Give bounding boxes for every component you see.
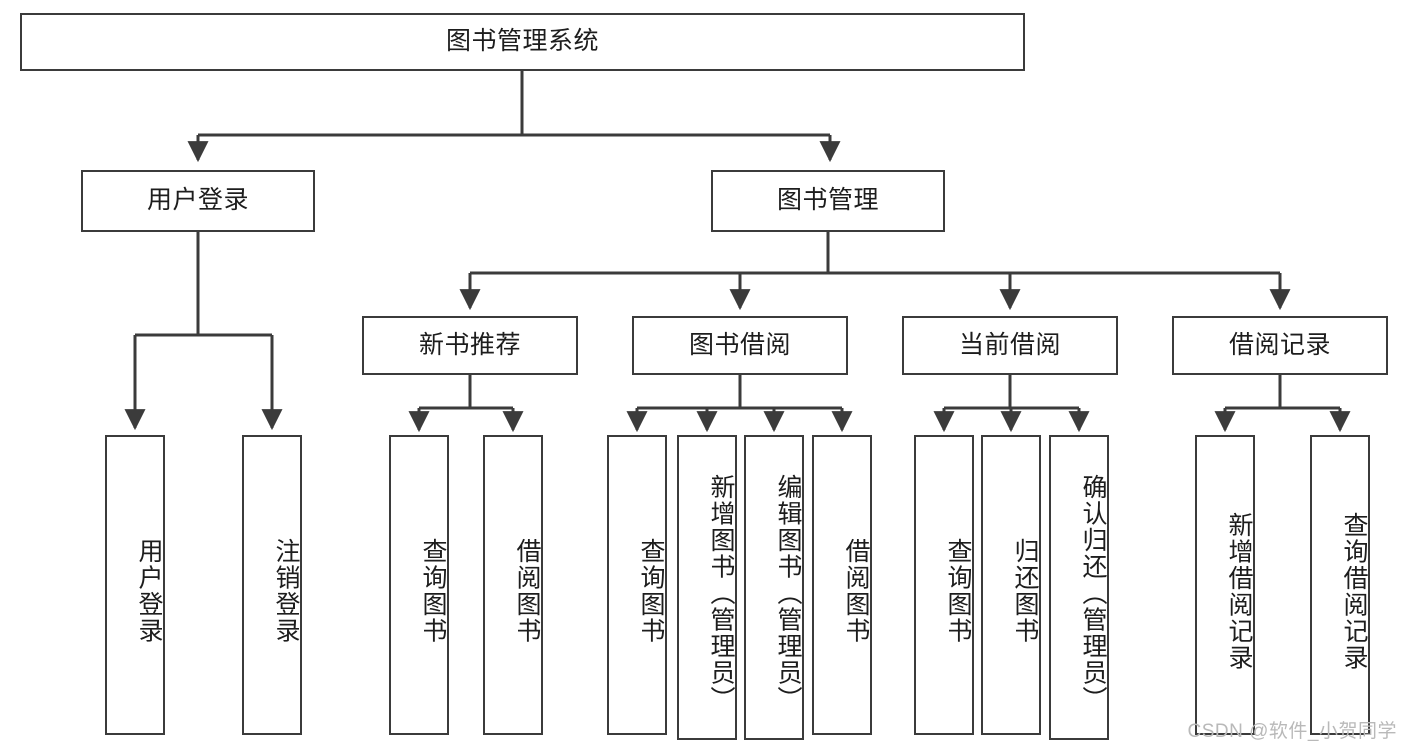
leaf-borrow-borrow-book[interactable]: 借阅图书	[812, 435, 872, 735]
node-root-label: 图书管理系统	[445, 27, 599, 56]
node-book-borrow-label: 图书借阅	[688, 330, 791, 359]
leaf-label: 新增借阅记录	[1225, 511, 1253, 671]
leaf-record-query-record[interactable]: 查询借阅记录	[1310, 435, 1370, 735]
leaf-label: 查询借阅记录	[1340, 511, 1368, 671]
leaf-label: 借阅图书	[842, 538, 870, 644]
node-new-book-recommend-label: 新书推荐	[418, 330, 521, 359]
leaf-user-login-signout[interactable]: 注销登录	[242, 435, 302, 735]
leaf-current-query-book[interactable]: 查询图书	[914, 435, 974, 735]
leaf-label: 借阅图书	[513, 538, 541, 644]
leaf-current-return-book[interactable]: 归还图书	[981, 435, 1041, 735]
node-user-login[interactable]: 用户登录	[81, 170, 315, 232]
node-book-borrow[interactable]: 图书借阅	[632, 316, 848, 375]
leaf-label: 归还图书	[1011, 538, 1039, 644]
watermark: CSDN @软件_小贺同学	[1187, 721, 1397, 742]
leaf-borrow-edit-book-admin[interactable]: 编辑图书（管理员）	[744, 435, 804, 740]
leaf-label: 查询图书	[637, 538, 665, 644]
leaf-record-add-record[interactable]: 新增借阅记录	[1195, 435, 1255, 735]
node-user-login-label: 用户登录	[146, 186, 249, 215]
node-book-management[interactable]: 图书管理	[711, 170, 945, 232]
leaf-label: 新增图书（管理员）	[707, 474, 735, 713]
leaf-label: 查询图书	[419, 538, 447, 644]
leaf-current-confirm-return-admin[interactable]: 确认归还（管理员）	[1049, 435, 1109, 740]
leaf-borrow-add-book-admin[interactable]: 新增图书（管理员）	[677, 435, 737, 740]
leaf-label: 编辑图书（管理员）	[774, 474, 802, 713]
node-root[interactable]: 图书管理系统	[20, 13, 1025, 71]
node-borrow-record[interactable]: 借阅记录	[1172, 316, 1388, 375]
node-book-management-label: 图书管理	[776, 186, 879, 215]
leaf-recommend-query-book[interactable]: 查询图书	[389, 435, 449, 735]
node-new-book-recommend[interactable]: 新书推荐	[362, 316, 578, 375]
leaf-user-login-signin[interactable]: 用户登录	[105, 435, 165, 735]
leaf-label: 查询图书	[944, 538, 972, 644]
leaf-label: 确认归还（管理员）	[1079, 474, 1107, 713]
leaf-label: 注销登录	[272, 538, 300, 644]
leaf-recommend-borrow-book[interactable]: 借阅图书	[483, 435, 543, 735]
node-borrow-record-label: 借阅记录	[1228, 330, 1331, 359]
node-current-borrow-label: 当前借阅	[958, 330, 1061, 359]
leaf-label: 用户登录	[135, 538, 163, 644]
leaf-borrow-query-book[interactable]: 查询图书	[607, 435, 667, 735]
node-current-borrow[interactable]: 当前借阅	[902, 316, 1118, 375]
